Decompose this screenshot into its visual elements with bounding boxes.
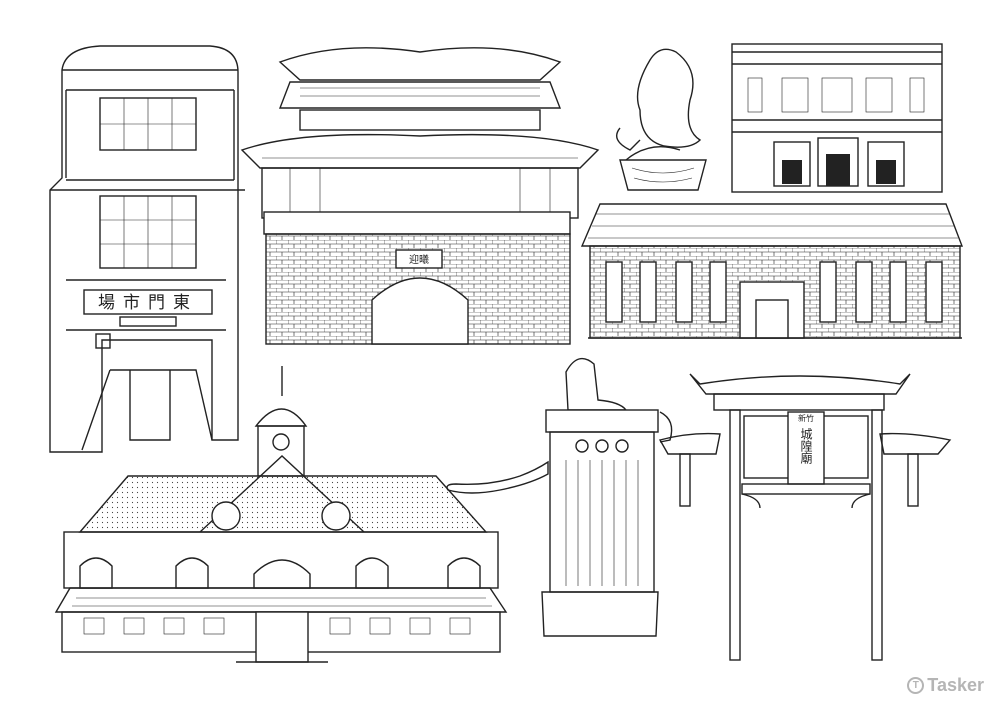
east-gate-tower: 迎曦 xyxy=(240,47,600,345)
watermark-text: Tasker xyxy=(927,675,984,695)
railway-station-building xyxy=(54,366,508,663)
temple-sign-main: 城隍廟 xyxy=(799,428,813,464)
brick-hall-building xyxy=(580,203,964,339)
lion-pillar-monument xyxy=(446,357,673,637)
market-sign: 場市門東 xyxy=(98,293,198,313)
western-style-building xyxy=(731,43,943,193)
temple-sign-top: 新竹 xyxy=(798,414,814,423)
carp-statue xyxy=(616,48,707,191)
east-gate-market-building: 場市門東 xyxy=(49,45,245,453)
tasker-logo-icon: T xyxy=(907,677,925,694)
city-god-temple-gate xyxy=(658,373,952,661)
gate-plaque: 迎曦 xyxy=(409,253,429,266)
tasker-watermark: T Tasker xyxy=(907,675,984,696)
